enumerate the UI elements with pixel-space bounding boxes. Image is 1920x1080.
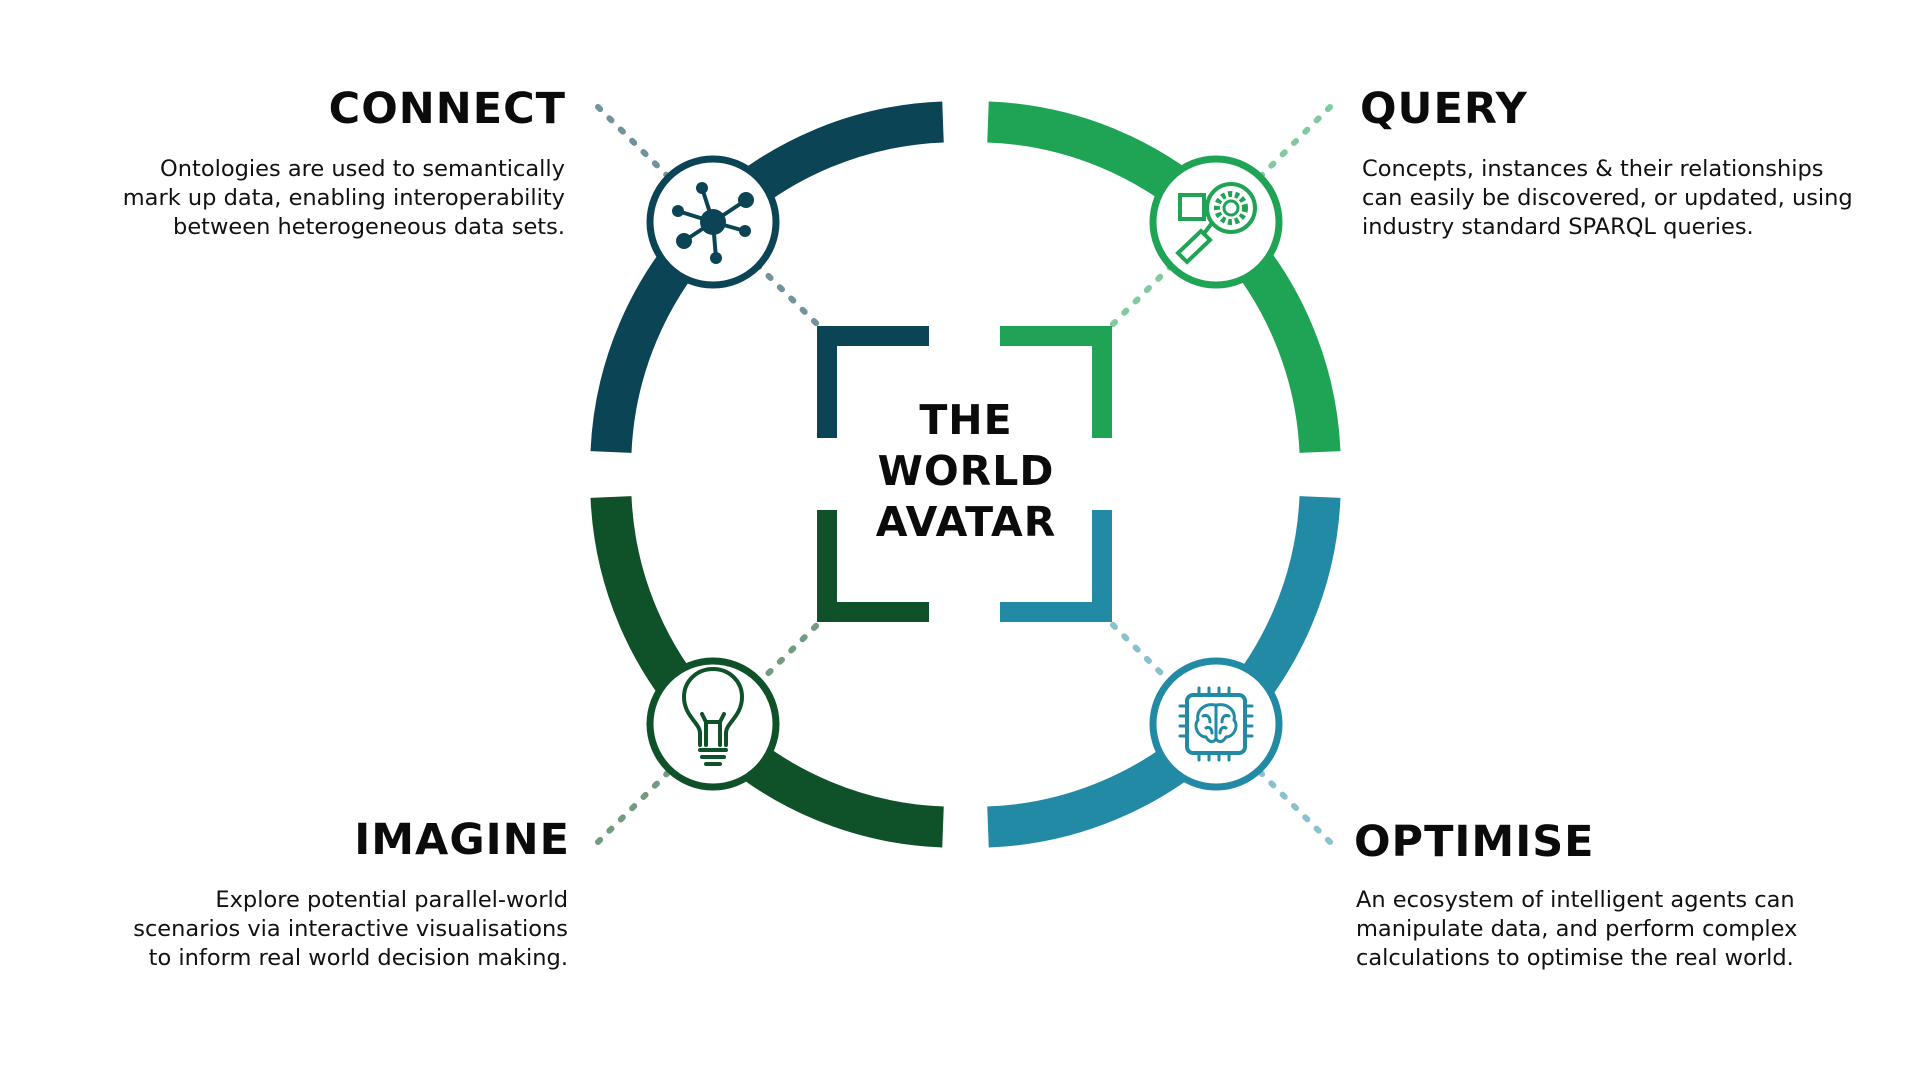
optimise-desc-line-2: manipulate data, and perform complex [1356,916,1798,942]
center-title-line-1: THE [919,396,1013,444]
imagine-desc-line-2: scenarios via interactive visualisations [133,916,568,942]
query-desc-line-1: Concepts, instances & their relationship… [1362,156,1824,182]
center-title: THE WORLD AVATAR [836,395,1096,548]
connect-title: CONNECT [328,84,566,134]
imagine-title: IMAGINE [354,815,570,865]
optimise-description: An ecosystem of intelligent agents can m… [1356,886,1797,973]
imagine-description: Explore potential parallel-world scenari… [133,886,568,973]
optimise-title: OPTIMISE [1354,817,1595,867]
magnifier-gear-icon [1175,182,1257,265]
query-description: Concepts, instances & their relationship… [1362,155,1853,242]
connector-line-optimise [1107,619,1333,845]
bracket-connect [817,326,929,438]
connector-line-connect [595,104,823,330]
network-nodes-icon [672,182,754,264]
imagine-desc-line-1: Explore potential parallel-world [215,887,568,913]
center-title-line-3: AVATAR [875,498,1057,546]
imagine-desc-line-3: to inform real world decision making. [148,945,568,971]
optimise-desc-line-1: An ecosystem of intelligent agents can [1356,887,1795,913]
query-desc-line-3: industry standard SPARQL queries. [1362,214,1754,240]
center-title-line-2: WORLD [877,447,1055,495]
bracket-imagine [817,510,929,622]
connect-desc-line-2: mark up data, enabling interoperability [122,185,565,211]
query-desc-line-2: can easily be discovered, or updated, us… [1362,185,1853,211]
lightbulb-icon [682,667,744,766]
connector-line-imagine [595,619,823,845]
brain-chip-icon [1178,686,1254,762]
connect-desc-line-1: Ontologies are used to semantically [160,156,565,182]
query-title: QUERY [1360,84,1528,134]
bracket-query [1000,326,1112,438]
connector-line-query [1107,104,1333,330]
connect-description: Ontologies are used to semantically mark… [123,155,565,242]
bracket-optimise [1000,510,1112,622]
optimise-desc-line-3: calculations to optimise the real world. [1356,945,1794,971]
connect-desc-line-3: between heterogeneous data sets. [173,214,565,240]
